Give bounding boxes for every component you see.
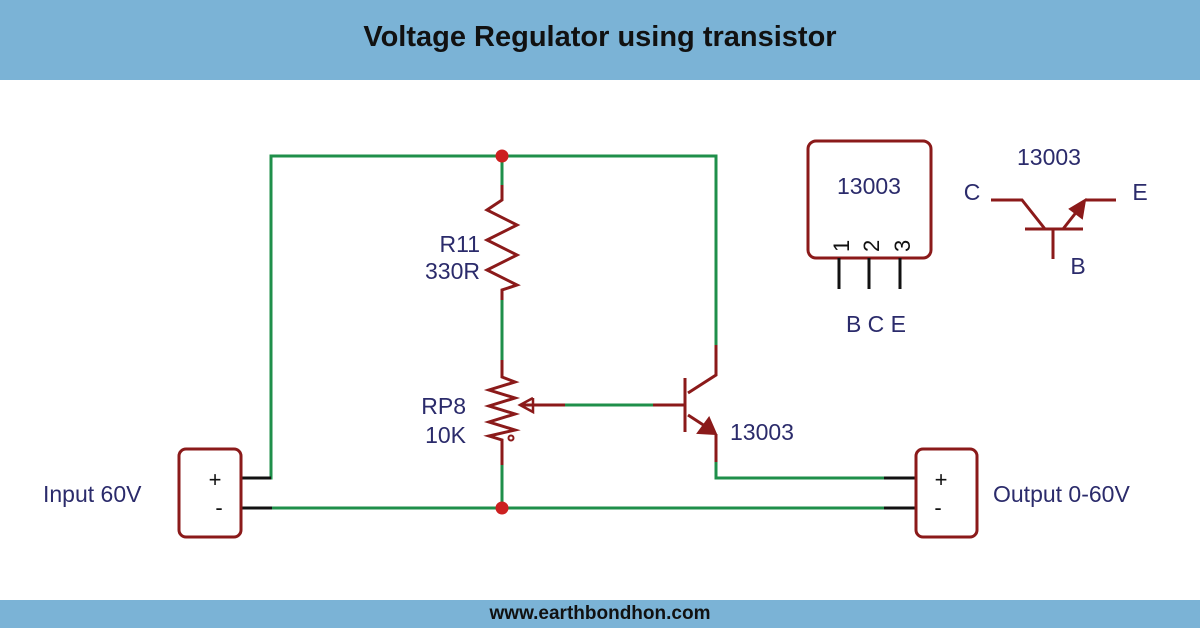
wires (242, 154, 888, 510)
input-connector: + - (177, 447, 243, 539)
r11-ref-label: R11 (440, 231, 481, 257)
symbol-base-label: B (1070, 253, 1085, 279)
pin-names-label: B C E (846, 311, 906, 337)
input-label: Input 60V (43, 481, 142, 507)
output-connector: + - (914, 447, 979, 539)
wire-top-rail (242, 154, 718, 480)
page-title: Voltage Regulator using transistor (363, 21, 837, 53)
title-banner (0, 0, 1200, 80)
symbol-part-label: 13003 (1017, 144, 1081, 170)
junction-dot-bottom (495, 501, 509, 515)
r11-value-label: 330R (425, 258, 480, 284)
pin-number-2: 2 (859, 240, 884, 252)
rp8-ref-label: RP8 (421, 393, 466, 419)
symbol-collector-label: C (964, 179, 981, 205)
junction-dot-top (495, 149, 509, 163)
transistor-symbol (991, 198, 1116, 259)
symbol-emitter-label: E (1132, 179, 1147, 205)
output-minus-sign: - (934, 495, 941, 520)
website-link[interactable]: www.earthbondhon.com (489, 603, 711, 624)
output-plus-sign: + (935, 467, 948, 492)
package-label: 13003 (837, 173, 901, 199)
pin-number-1: 1 (829, 240, 854, 252)
potentiometer-rp8 (483, 360, 565, 465)
resistor-r11 (483, 185, 521, 300)
wire-emitter-output (714, 462, 888, 480)
rp8-value-label: 10K (425, 422, 467, 448)
transistor-13003 (653, 345, 718, 462)
input-plus-sign: + (209, 467, 222, 492)
pinout-package: 13003 1 2 3 (806, 139, 933, 289)
input-minus-sign: - (215, 495, 222, 520)
output-label: Output 0-60V (993, 481, 1130, 507)
transistor-part-label: 13003 (730, 419, 794, 445)
connector-leads (241, 476, 916, 510)
pin-number-3: 3 (890, 240, 915, 252)
footer-banner (0, 600, 1200, 628)
